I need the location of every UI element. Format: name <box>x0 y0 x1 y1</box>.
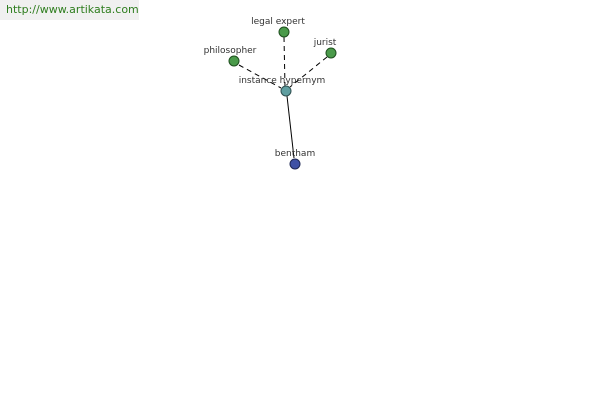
edge-jurist-hub <box>289 56 328 88</box>
node-label-bentham: bentham <box>275 149 315 159</box>
edge-hub-bentham <box>286 95 295 159</box>
edge-philosopher-hub <box>238 64 282 89</box>
node-label-jurist: jurist <box>313 38 337 48</box>
node-jurist[interactable] <box>325 47 337 59</box>
node-label-hub: instance hypernym <box>239 76 326 86</box>
node-legal-expert[interactable] <box>278 26 290 38</box>
source-url-banner: http://www.artikata.com <box>0 0 139 20</box>
node-label-philosopher: philosopher <box>204 46 257 56</box>
node-philosopher[interactable] <box>228 55 240 67</box>
node-bentham[interactable] <box>289 158 301 170</box>
node-label-legal-expert: legal expert <box>251 17 305 27</box>
node-hub[interactable] <box>280 85 292 97</box>
